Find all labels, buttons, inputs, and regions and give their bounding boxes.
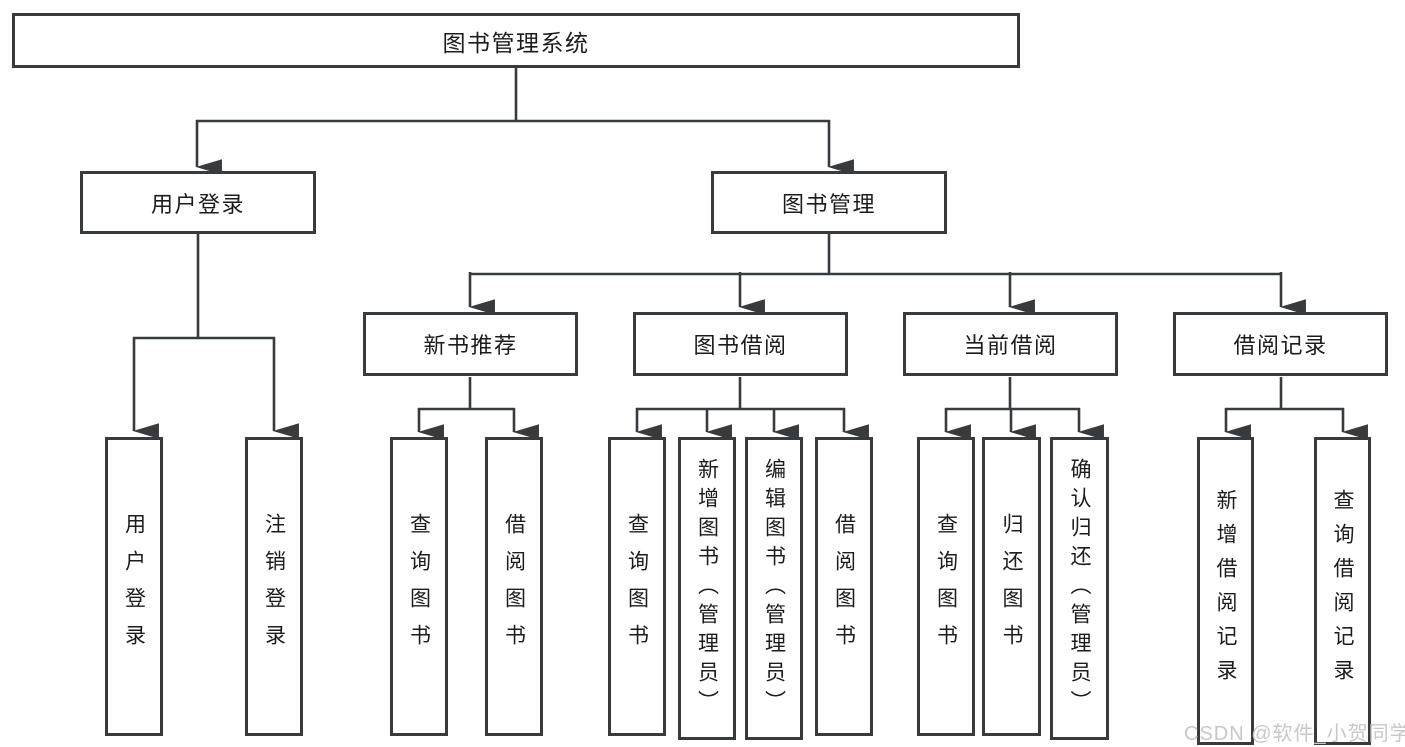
node-label: 借阅图书 — [502, 512, 526, 661]
leaf-logout: 注销登录 — [245, 437, 303, 736]
leaf-query-books-recommend: 查询图书 — [390, 437, 448, 736]
node-root-library-system: 图书管理系统 — [12, 13, 1020, 68]
leaf-edit-book-admin: 编辑图书（管理员） — [745, 437, 803, 740]
node-label: 当前借阅 — [963, 333, 1058, 358]
node-borrowing-records: 借阅记录 — [1173, 312, 1388, 376]
node-label: 借阅图书 — [832, 512, 856, 661]
node-label: 借阅记录 — [1233, 333, 1328, 358]
leaf-return-books: 归还图书 — [982, 437, 1041, 736]
leaf-add-borrow-record: 新增借阅记录 — [1197, 437, 1254, 745]
node-label: 图书管理系统 — [442, 29, 590, 56]
leaf-borrow-books-recommend: 借阅图书 — [485, 437, 543, 736]
node-label: 查询图书 — [934, 512, 958, 661]
leaf-user-login: 用户登录 — [105, 437, 163, 736]
node-label: 新增图书（管理员） — [695, 458, 719, 719]
leaf-confirm-return-admin: 确认归还（管理员） — [1050, 437, 1109, 740]
node-label: 用户登录 — [122, 512, 146, 661]
node-label: 查询借阅记录 — [1331, 489, 1354, 693]
csdn-watermark: CSDN @软件_小贺同学 — [1184, 723, 1405, 745]
node-label: 确认归还（管理员） — [1068, 458, 1091, 719]
node-new-book-recommend: 新书推荐 — [363, 312, 578, 376]
node-label: 图书管理 — [781, 191, 876, 217]
leaf-borrow-books: 借阅图书 — [815, 437, 873, 736]
node-label: 新增借阅记录 — [1214, 489, 1237, 693]
node-book-management: 图书管理 — [711, 171, 947, 234]
leaf-query-books-current: 查询图书 — [917, 437, 975, 736]
leaf-query-books-borrowing: 查询图书 — [608, 437, 666, 736]
node-book-borrowing: 图书借阅 — [633, 312, 848, 376]
leaf-add-book-admin: 新增图书（管理员） — [678, 437, 736, 740]
node-current-borrowing: 当前借阅 — [903, 312, 1118, 376]
node-label: 查询图书 — [407, 512, 431, 661]
node-label: 编辑图书（管理员） — [762, 458, 786, 719]
leaf-query-borrow-record: 查询借阅记录 — [1314, 437, 1371, 745]
node-label: 图书借阅 — [693, 333, 788, 358]
node-label: 新书推荐 — [423, 333, 518, 358]
node-user-login: 用户登录 — [80, 171, 316, 234]
node-label: 归还图书 — [1000, 512, 1023, 661]
node-label: 注销登录 — [262, 512, 286, 661]
node-label: 用户登录 — [150, 191, 245, 217]
node-label: 查询图书 — [625, 512, 649, 661]
